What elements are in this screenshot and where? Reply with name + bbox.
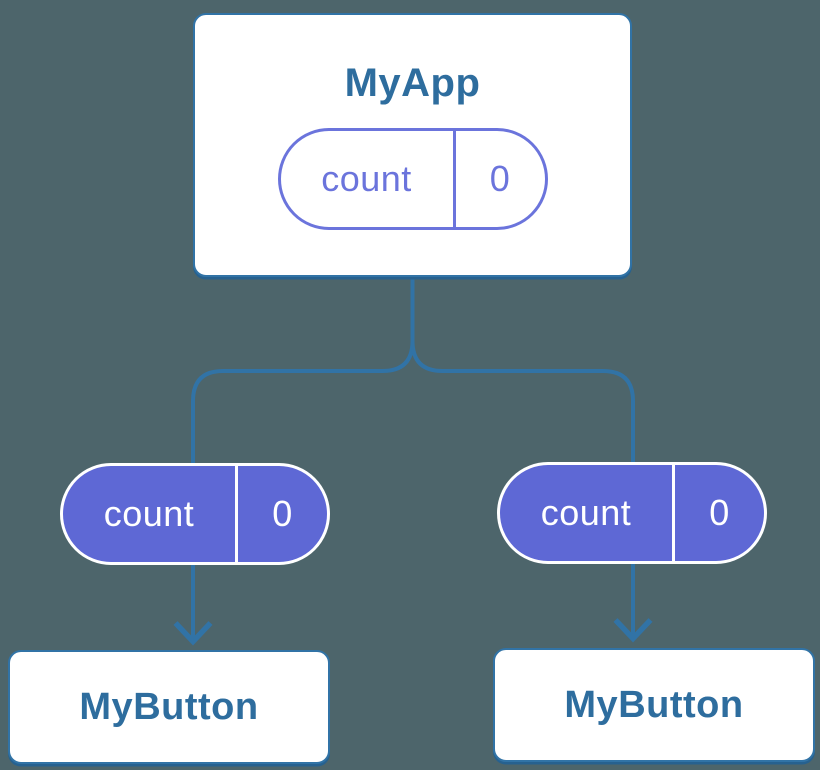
state-value: 0 <box>489 157 511 199</box>
pill-divider <box>672 465 675 561</box>
pill-divider <box>452 130 456 227</box>
arrow-down-icon <box>173 621 213 646</box>
node-title: MyButton <box>79 685 259 728</box>
arrow-down-icon <box>613 618 653 643</box>
prop-pill-right: count 0 <box>497 462 767 564</box>
prop-label: count <box>540 492 632 533</box>
prop-pill-left: count 0 <box>60 463 330 565</box>
node-mybutton-right: MyButton <box>493 648 815 762</box>
prop-label: count <box>103 493 195 534</box>
prop-value: 0 <box>709 492 730 533</box>
connector-left-branch <box>191 276 415 639</box>
node-myapp: MyApp count 0 <box>193 13 632 277</box>
state-pill-myapp: count 0 <box>277 127 548 230</box>
prop-value: 0 <box>272 493 293 534</box>
pill-divider <box>235 466 238 562</box>
node-title: MyButton <box>564 683 744 726</box>
connector-right-branch <box>410 276 635 636</box>
node-title: MyApp <box>344 60 481 105</box>
state-label: count <box>321 157 412 199</box>
node-mybutton-left: MyButton <box>8 650 330 764</box>
